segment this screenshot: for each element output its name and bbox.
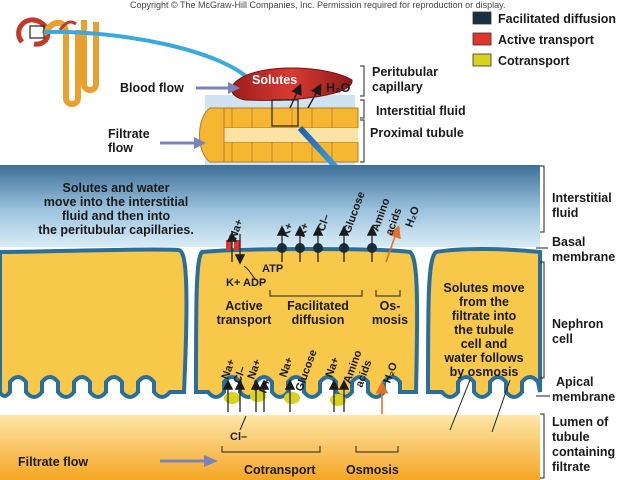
nephron-cell-label-1: Nephron <box>552 317 603 331</box>
solutes-move-line-6: water follows <box>443 351 523 365</box>
apical-membrane-label-1: Apical <box>556 375 594 389</box>
solutes-move-line-1: Solutes move <box>443 281 524 295</box>
basal-k-label-1: K+ <box>280 221 296 239</box>
desc-line-4: the peritubular capillaries. <box>38 223 194 237</box>
lumen-area <box>0 415 540 480</box>
nephron-cell-left <box>0 247 189 399</box>
active-transport-label-2: transport <box>217 313 273 327</box>
basal-membrane-label-2: membrane <box>552 250 615 264</box>
description-block: Solutes and water move into the intersti… <box>38 181 194 237</box>
right-interstitial-label-2: fluid <box>552 206 578 220</box>
apical-cl-bottom-label: Cl– <box>230 431 247 443</box>
nephron-icon <box>16 17 99 107</box>
legend-swatch-cotransport <box>472 53 492 67</box>
lumen-label-4: filtrate <box>552 460 590 474</box>
lumen-label-3: containing <box>552 445 615 459</box>
osmosis-top-label-2: mosis <box>372 313 408 327</box>
legend: Facilitated diffusion Active transport C… <box>472 11 616 68</box>
legend-swatch-facilitated <box>472 11 492 25</box>
solutes-move-block: Solutes move from the filtrate into the … <box>443 281 524 379</box>
adp-label: K+ ADP <box>226 277 266 289</box>
basal-k-label-2: K+ <box>296 221 312 239</box>
filtrate-flow-label-1: Filtrate <box>108 127 150 141</box>
basal-cl-label: Cl– <box>316 213 333 233</box>
filtrate-flow-bottom-label: Filtrate flow <box>18 455 88 469</box>
desc-line-1: Solutes and water <box>63 181 170 195</box>
blood-flow-label: Blood flow <box>120 81 184 95</box>
lumen-label-2: tubule <box>552 430 590 444</box>
basal-membrane-label-1: Basal <box>552 235 585 249</box>
solutes-move-line-5: cell and <box>461 337 508 351</box>
solutes-move-line-7: by osmosis <box>450 365 519 379</box>
inset-solutes-label: Solutes <box>252 73 297 87</box>
lumen-label-1: Lumen of <box>552 415 609 429</box>
right-label-column: Interstitial fluid Basal membrane Nephro… <box>536 165 615 479</box>
solutes-move-line-4: the tubule <box>454 323 514 337</box>
inset-interstitial-label: Interstitial fluid <box>376 104 466 118</box>
filtrate-flow-label-2: flow <box>108 141 133 155</box>
right-interstitial-label-1: Interstitial <box>552 191 612 205</box>
basal-transporters <box>226 224 401 265</box>
osmosis-top-label-1: Os- <box>380 299 401 313</box>
legend-label-cotransport: Cotransport <box>498 54 570 68</box>
proximal-tubule-label: Proximal tubule <box>370 126 464 140</box>
atp-label: ATP <box>262 263 283 275</box>
main-interstitial-fluid <box>0 165 540 247</box>
copyright-text: Copyright © The McGraw-Hill Companies, I… <box>130 0 505 10</box>
zoom-arrow-top <box>43 29 252 82</box>
apical-membrane-label-2: membrane <box>552 390 615 404</box>
nephron-cell-center <box>193 247 420 399</box>
zoom-box <box>271 99 299 127</box>
apical-k-label: K+ <box>258 377 274 395</box>
desc-line-2: move into the interstitial <box>44 195 188 209</box>
legend-label-active: Active transport <box>498 33 595 47</box>
cotransport-bottom-label: Cotransport <box>244 463 316 477</box>
active-transport-label-1: Active <box>225 299 263 313</box>
inset-water-label: H₂O <box>326 81 351 95</box>
solutes-move-line-3: filtrate into <box>452 309 517 323</box>
legend-label-facilitated: Facilitated diffusion <box>498 12 616 26</box>
osmosis-bottom-label: Osmosis <box>346 463 399 477</box>
legend-swatch-active <box>472 32 492 46</box>
peritubular-label-1: Peritubular <box>372 65 438 79</box>
facilitated-label-2: diffusion <box>292 313 345 327</box>
desc-line-3: fluid and then into <box>62 209 171 223</box>
nephron-cell-right <box>425 247 542 399</box>
facilitated-label-1: Facilitated <box>287 299 349 313</box>
apical-transporters <box>222 379 389 414</box>
apical-cl-label: Cl– <box>232 365 249 385</box>
inset-tissue <box>199 67 359 165</box>
tubule-lumen <box>210 128 358 142</box>
solutes-move-line-2: from the <box>459 295 509 309</box>
nephron-cell-label-2: cell <box>552 332 573 346</box>
peritubular-label-2: capillary <box>372 80 423 94</box>
